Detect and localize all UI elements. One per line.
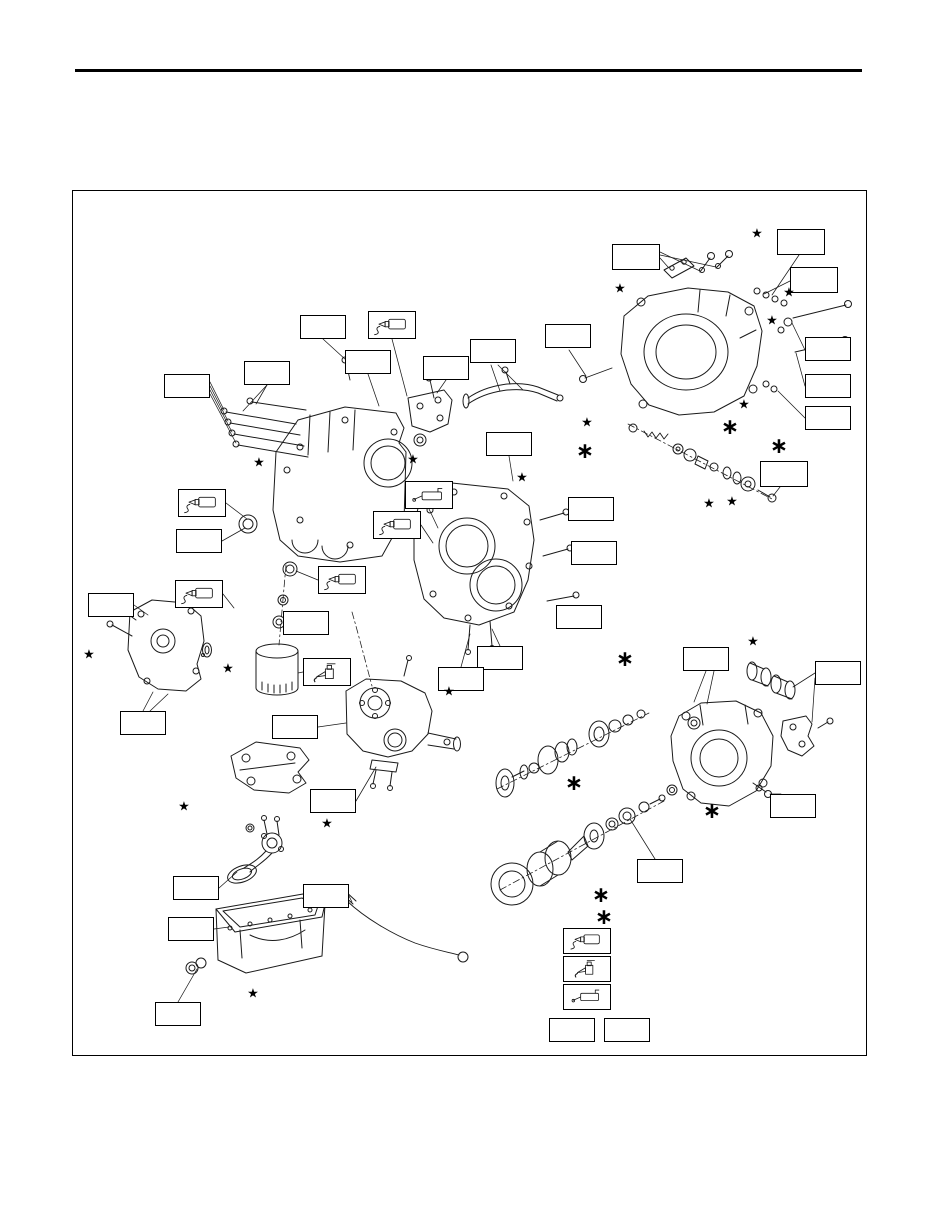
callout-box [303, 884, 349, 908]
asterisk-marker: ∗ [769, 434, 789, 459]
callout-box [310, 789, 356, 813]
star-marker: ★ [321, 816, 333, 832]
star-marker: ★ [751, 226, 763, 242]
callout-box [477, 646, 523, 670]
oil-pan [185, 893, 326, 975]
applicator-pump-icon [303, 658, 351, 686]
star-marker: ★ [614, 281, 626, 297]
sealant-tube-icon [175, 580, 223, 608]
asterisk-marker: ∗ [564, 771, 584, 796]
selector-shaft-parts [627, 423, 777, 503]
callout-box [805, 374, 851, 398]
callout-box [612, 244, 660, 270]
cylinder-head-studs [220, 397, 309, 458]
star-marker: ★ [703, 496, 715, 512]
callout-box [604, 1018, 650, 1042]
star-marker: ★ [738, 397, 750, 413]
callout-box [805, 406, 851, 430]
input-shaft-assembly [495, 709, 650, 798]
callout-box [486, 432, 532, 456]
callout-box [300, 315, 346, 339]
water-pipe [462, 366, 564, 409]
star-marker: ★ [726, 494, 738, 510]
star-marker: ★ [516, 470, 528, 486]
header-rule [75, 69, 862, 72]
callout-box [438, 667, 484, 691]
star-marker: ★ [766, 313, 778, 329]
applicator-pump-icon [563, 956, 611, 982]
asterisk-marker: ∗ [720, 415, 740, 440]
callout-box [777, 229, 825, 255]
oil-strainer [227, 815, 284, 884]
callout-box [549, 1018, 595, 1042]
sealant-tube-icon [368, 311, 416, 339]
front-cover-plate [407, 389, 453, 433]
engine-mount-bracket [230, 741, 310, 794]
asterisk-marker: ∗ [594, 905, 614, 930]
callout-box [164, 374, 210, 398]
extension-housing [666, 661, 834, 807]
callout-box [545, 324, 591, 348]
callout-box [345, 350, 391, 374]
grease-gun-icon [405, 481, 453, 509]
star-marker: ★ [222, 661, 234, 677]
callout-box [760, 461, 808, 487]
callout-box [637, 859, 683, 883]
star-marker: ★ [443, 684, 455, 700]
callout-box [168, 917, 214, 941]
callout-box [470, 339, 516, 363]
star-marker: ★ [783, 285, 795, 301]
star-marker: ★ [581, 415, 593, 431]
asterisk-marker: ∗ [591, 883, 611, 908]
callout-box [571, 541, 617, 565]
asterisk-marker: ∗ [575, 439, 595, 464]
output-shaft-assembly [490, 794, 666, 906]
star-marker: ★ [747, 634, 759, 650]
callout-box [176, 529, 222, 553]
star-marker: ★ [247, 986, 259, 1002]
star-marker: ★ [83, 647, 95, 663]
callout-box [805, 337, 851, 361]
water-pump [345, 655, 461, 791]
leader-lines [133, 251, 816, 1003]
callout-box [120, 711, 166, 735]
crankcase-right-half [413, 482, 580, 655]
callout-box [423, 356, 469, 380]
callout-box [556, 605, 602, 629]
star-marker: ★ [407, 452, 419, 468]
callout-box [790, 267, 838, 293]
callout-box [244, 361, 290, 385]
sealant-tube-icon [318, 566, 366, 594]
asterisk-marker: ∗ [615, 647, 635, 672]
star-marker: ★ [253, 455, 265, 471]
callout-box [88, 593, 134, 617]
callout-box [283, 611, 329, 635]
sealant-tube-icon [373, 511, 421, 539]
callout-box [770, 794, 816, 818]
callout-box [815, 661, 861, 685]
callout-box [568, 497, 614, 521]
callout-box [173, 876, 219, 900]
callout-box [683, 647, 729, 671]
callout-box [155, 1002, 201, 1026]
sealant-tube-icon [563, 928, 611, 954]
grease-gun-icon [563, 984, 611, 1010]
asterisk-marker: ∗ [702, 799, 722, 824]
sealant-tube-icon [178, 489, 226, 517]
star-marker: ★ [178, 799, 190, 815]
callout-box [272, 715, 318, 739]
oil-filter [255, 615, 299, 696]
